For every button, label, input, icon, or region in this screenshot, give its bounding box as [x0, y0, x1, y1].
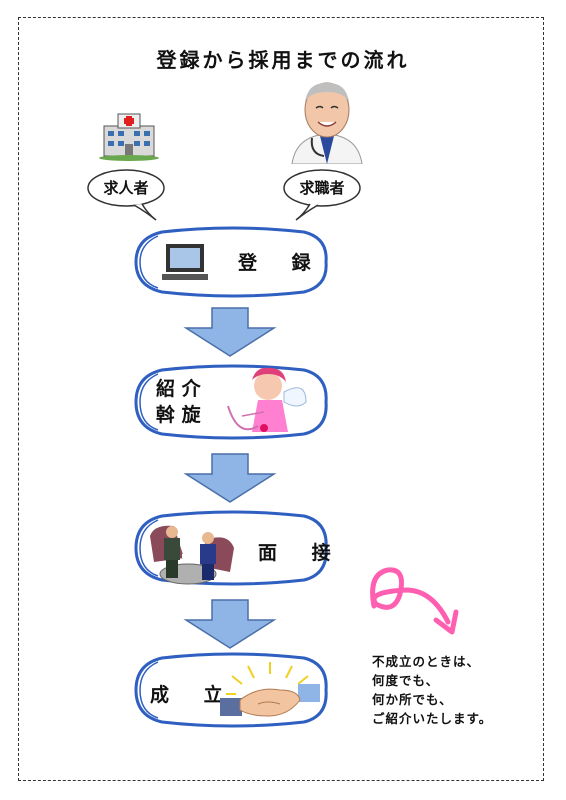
- retry-loop-arrow: [370, 567, 459, 635]
- job-seeker-bubble: 求職者: [286, 166, 358, 210]
- employer-label: 求人者: [103, 179, 149, 197]
- arrow-down-2: [183, 453, 277, 503]
- cupid-icon: [227, 367, 307, 432]
- employer-bubble-shape: [87, 169, 165, 221]
- arrow-down-1: [183, 307, 277, 357]
- dashed-frame: [18, 17, 544, 781]
- step-interview-label: 面 接: [258, 542, 345, 564]
- retry-note: 不成立のときは、 何度でも、 何か所でも、 ご紹介いたします。: [372, 654, 493, 726]
- interview-icon: [150, 525, 234, 585]
- handshake-icon: [220, 662, 320, 717]
- job-seeker-label: 求職者: [299, 179, 345, 197]
- arrow-down-3: [183, 599, 277, 649]
- step-registration-label: 登 録: [238, 252, 325, 274]
- computer-icon: [162, 244, 208, 280]
- diagram-title: 登録から採用までの流れ: [156, 48, 410, 72]
- step-introduction-label: 紹 介 斡 旋: [156, 378, 201, 426]
- hospital-icon: [99, 113, 159, 161]
- doctor-icon: [291, 82, 363, 164]
- job-seeker-bubble-shape: [283, 169, 361, 221]
- step-contract-label: 成 立: [150, 684, 237, 706]
- employer-bubble: 求人者: [90, 166, 162, 210]
